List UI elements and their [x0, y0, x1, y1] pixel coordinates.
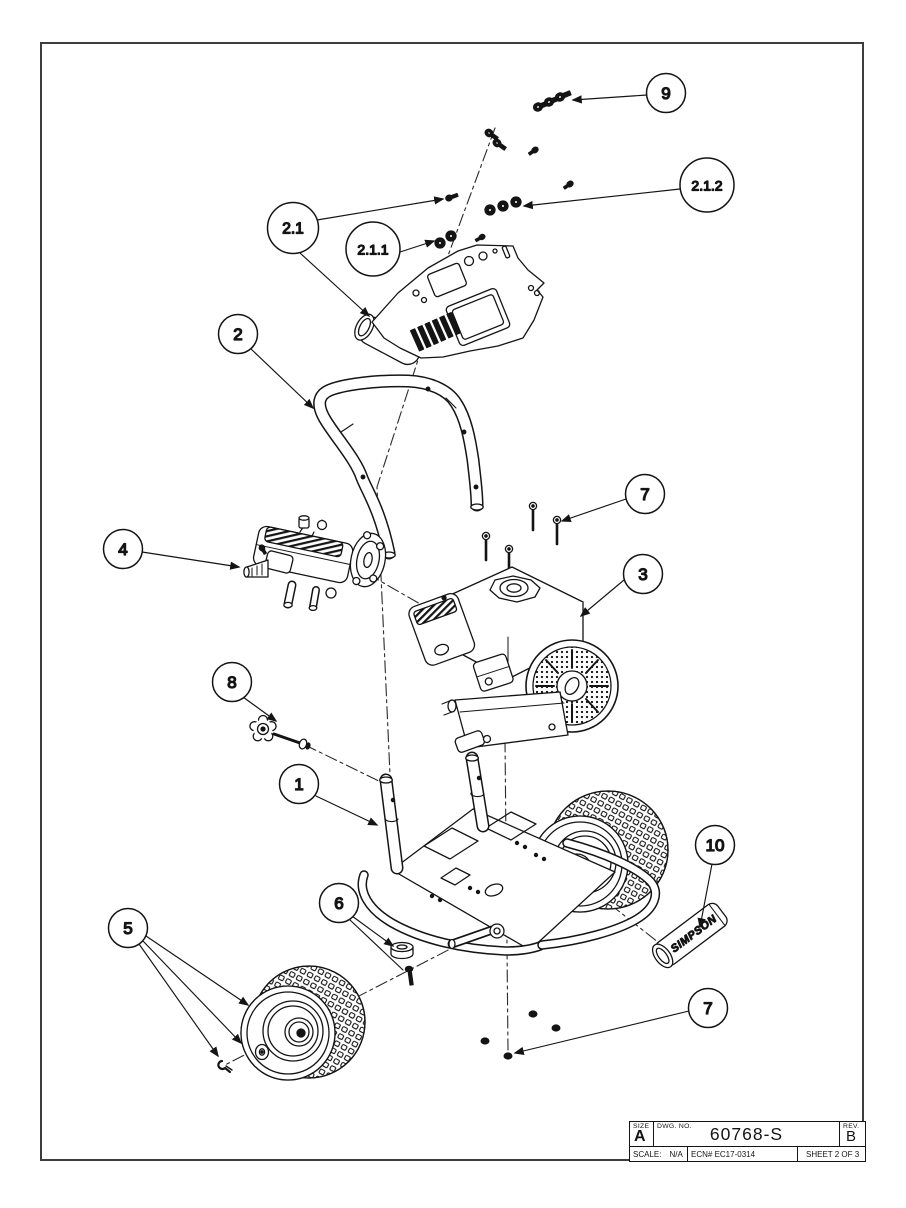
nuts-item7-bottom — [480, 1010, 561, 1060]
pump-assembly — [243, 515, 387, 612]
svg-text:2.1: 2.1 — [282, 221, 304, 238]
nuts-item212 — [484, 196, 522, 216]
dwg-label: DWG. NO. — [657, 1123, 692, 1130]
svg-text:2.1.2: 2.1.2 — [691, 178, 722, 194]
cotter-pin — [217, 1059, 233, 1074]
balloon-9: 9 — [645, 72, 687, 114]
axle-washer — [254, 1043, 270, 1061]
handle-tube — [313, 374, 484, 560]
svg-text:4: 4 — [118, 540, 127, 559]
bolts-item7 — [481, 501, 562, 575]
size-label: SIZE — [633, 1123, 650, 1130]
svg-text:2.1.1: 2.1.1 — [357, 242, 388, 258]
screws-item9 — [532, 90, 572, 112]
foot-item6 — [390, 941, 414, 986]
leader-lines — [138, 94, 713, 1058]
centerline-knob — [304, 744, 382, 783]
tube-clamp — [454, 730, 492, 753]
svg-text:8: 8 — [227, 673, 236, 692]
fuel-cap — [489, 575, 541, 603]
balloon-4: 4 — [102, 528, 144, 570]
panel-vents — [409, 312, 461, 352]
nuts-item211 — [434, 230, 457, 249]
wheel-left — [240, 965, 366, 1081]
balloon-6: 6 — [318, 882, 360, 924]
balloon-1: 1 — [278, 763, 320, 805]
svg-text:9: 9 — [661, 84, 670, 103]
title-block-scale-cell: SCALE: N/A — [630, 1147, 688, 1161]
rev-label: REV. — [843, 1123, 860, 1130]
title-block-rev-cell: REV. B — [840, 1122, 865, 1146]
size-value: A — [634, 1128, 646, 1145]
frame-base — [357, 730, 669, 956]
svg-text:2: 2 — [233, 325, 242, 344]
engine — [408, 566, 619, 749]
balloon-7-top: 7 — [624, 473, 666, 515]
balloon-3: 3 — [622, 553, 664, 595]
deck-plate — [391, 808, 616, 951]
balloon-10: 10 — [694, 824, 736, 866]
sheet-number: SHEET 2 OF 3 — [806, 1149, 860, 1159]
svg-text:6: 6 — [334, 894, 343, 913]
small-screws — [445, 128, 574, 243]
pump-flange — [349, 531, 387, 588]
rev-value: B — [846, 1128, 857, 1145]
title-block-ecn-cell: ECN# EC17-0314 — [688, 1147, 798, 1161]
balloons: 9 2.1.2 2.1 2.1.1 2 — [102, 72, 736, 1029]
knob-item8 — [249, 714, 311, 750]
balloon-7-bottom: 7 — [687, 987, 729, 1029]
pump-injector — [243, 544, 294, 578]
simpson-grip: SIMPSON — [651, 902, 728, 969]
scale-label: SCALE: — [633, 1149, 662, 1159]
sheet-border — [40, 42, 864, 1161]
balloon-2: 2 — [217, 313, 259, 355]
pump-outlets — [283, 580, 337, 612]
scale-value: N/A — [669, 1149, 683, 1159]
svg-text:5: 5 — [123, 919, 132, 938]
title-block-sheet-cell: SHEET 2 OF 3 — [798, 1147, 865, 1161]
title-block-size-cell: SIZE A — [630, 1122, 654, 1146]
balloon-5: 5 — [107, 907, 149, 949]
balloon-2-1: 2.1 — [266, 201, 320, 255]
svg-text:3: 3 — [638, 565, 647, 584]
ecn-value: ECN# EC17-0314 — [691, 1149, 756, 1159]
carburetor — [472, 653, 514, 692]
title-block: SIZE A DWG. NO. 60768-S REV. B SCALE: N/… — [629, 1121, 866, 1162]
svg-text:1: 1 — [294, 775, 303, 794]
drawing-number: 60768-S — [709, 1124, 784, 1144]
svg-text:10: 10 — [706, 836, 725, 855]
svg-text:7: 7 — [703, 999, 712, 1018]
title-block-dwg-cell: DWG. NO. 60768-S — [654, 1122, 840, 1146]
frame-tube-right — [465, 751, 490, 833]
handle-panel — [354, 244, 545, 366]
balloon-2-1-2: 2.1.2 — [679, 157, 735, 213]
air-cleaner — [408, 592, 476, 666]
svg-text:7: 7 — [640, 485, 649, 504]
frame-tube-left — [379, 773, 404, 875]
balloon-2-1-1: 2.1.1 — [345, 221, 401, 277]
balloon-8: 8 — [211, 661, 253, 703]
